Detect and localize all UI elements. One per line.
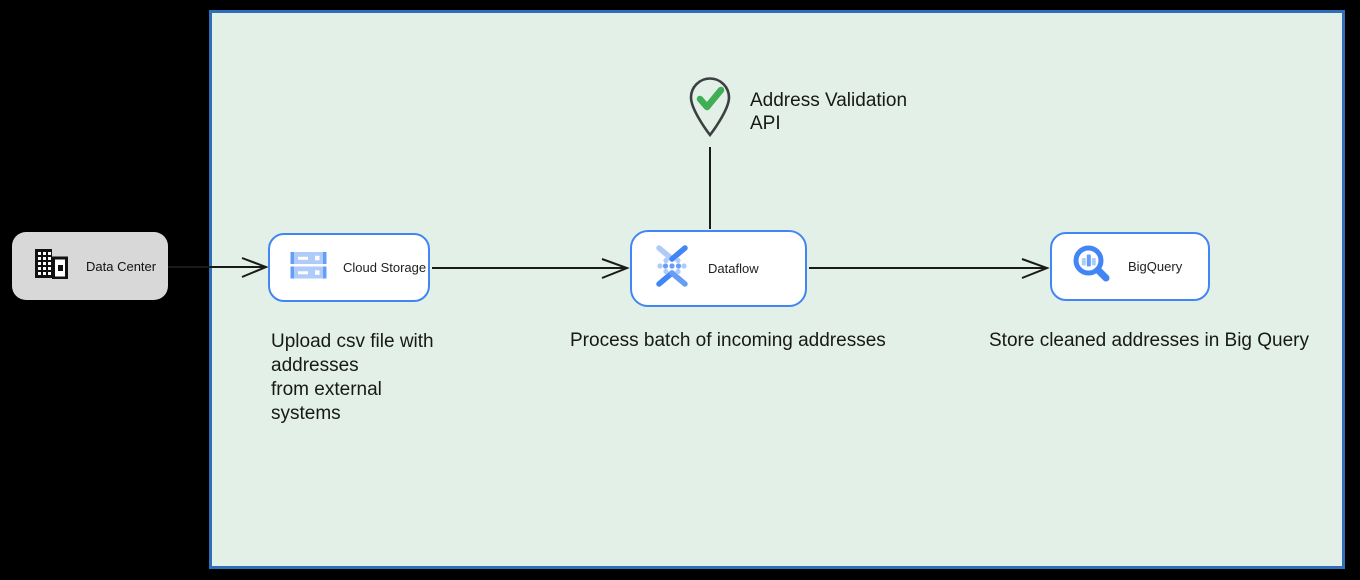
node-label: Cloud Storage (343, 260, 427, 275)
node-bigquery: BigQuery (1050, 232, 1210, 301)
process-caption: Process batch of incoming addresses (570, 330, 886, 351)
node-label: Dataflow (708, 261, 759, 276)
node-label: BigQuery (1128, 259, 1183, 274)
node-label: Data Center (86, 258, 157, 274)
cloud-storage-icon (290, 251, 327, 285)
upload-caption: Upload csv file with addresses from exte… (271, 331, 434, 424)
dataflow-icon (652, 244, 692, 293)
node-dataflow: Dataflow (630, 230, 807, 307)
address-validation-api-label: Address Validation API (750, 90, 908, 134)
store-caption: Store cleaned addresses in Big Query (989, 330, 1310, 351)
address-validation-pin-icon (687, 76, 733, 138)
building-icon (34, 248, 68, 284)
node-data-center: Data Center (12, 232, 168, 300)
node-cloud-storage: Cloud Storage (268, 233, 430, 302)
bigquery-icon (1072, 244, 1112, 289)
